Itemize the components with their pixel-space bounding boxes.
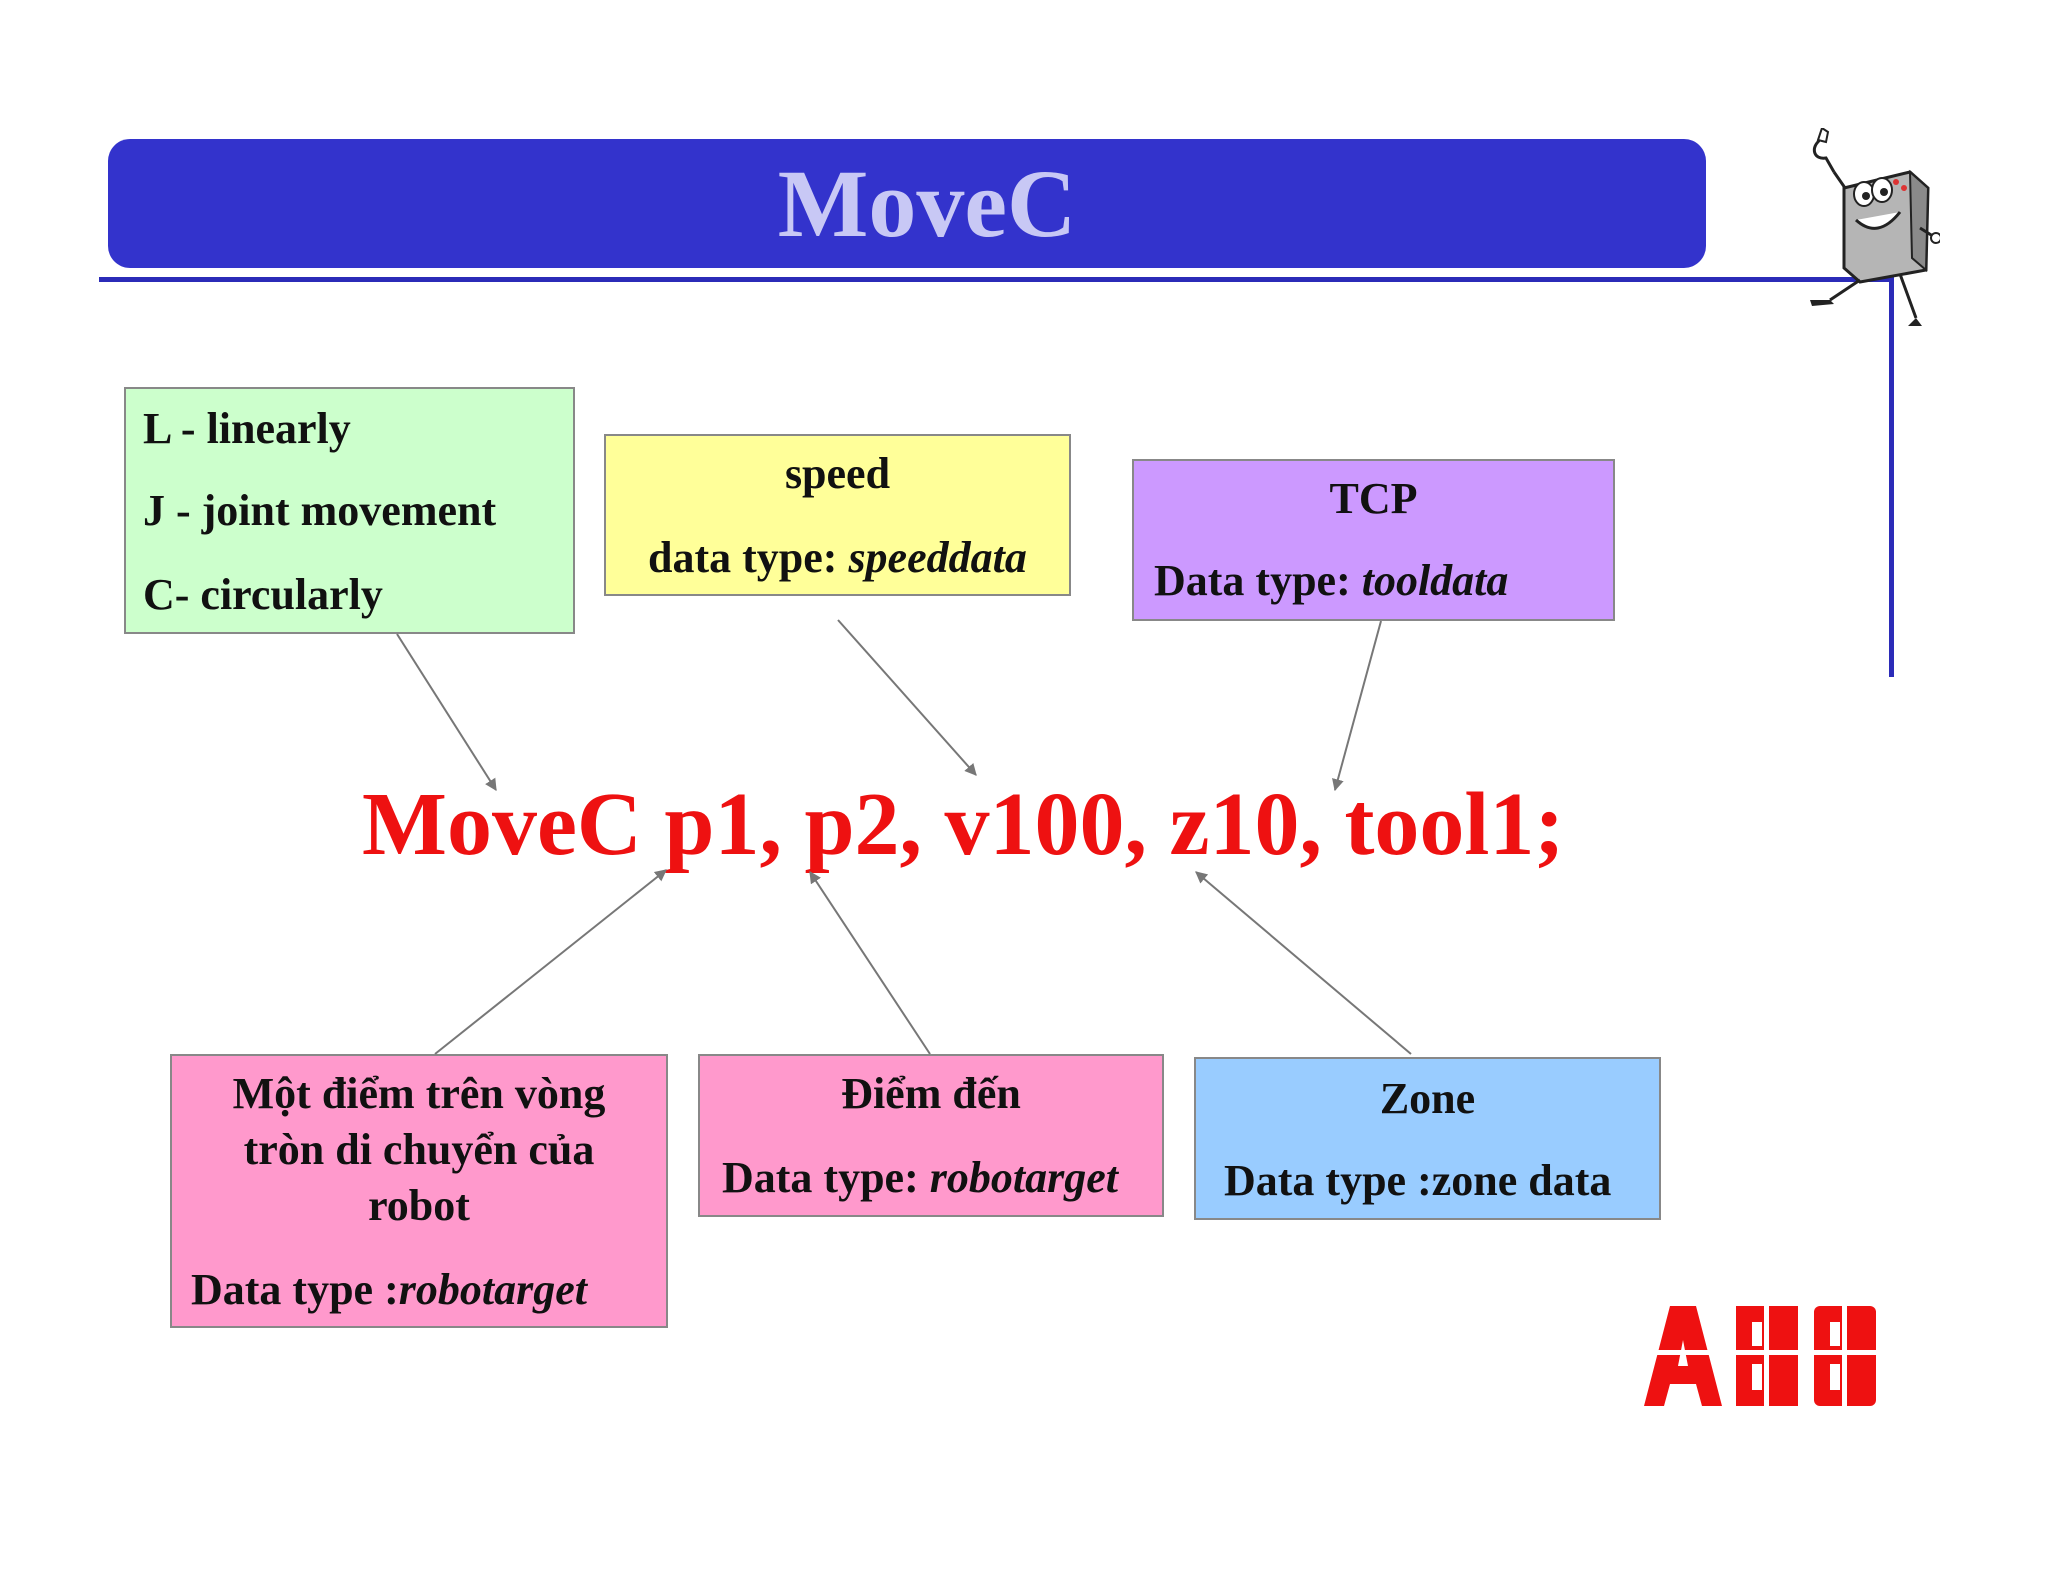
tcp-box: TCP Data type: tooldata xyxy=(1132,459,1615,621)
title-bar: MoveC xyxy=(108,139,1706,268)
motion-linear-label: L - linearly xyxy=(143,404,351,453)
speed-box: speed data type: speeddata xyxy=(604,434,1071,596)
motion-type-box: L - linearly J - joint movement C- circu… xyxy=(124,387,575,634)
circle-point-box: Một điểm trên vòng tròn di chuyển của ro… xyxy=(170,1054,668,1328)
circle-point-line1: Một điểm trên vòng xyxy=(232,1069,606,1118)
pointing-robot-mascot-icon xyxy=(1810,128,1940,326)
frame-top-line xyxy=(99,277,1894,282)
movec-instruction: MoveC p1, p2, v100, z10, tool1; xyxy=(362,775,1565,874)
frame-right-line xyxy=(1889,277,1894,677)
arrow-motion-to-instruction xyxy=(396,633,497,792)
arrow-zone-to-instruction xyxy=(1195,871,1412,1055)
tcp-heading: TCP xyxy=(1329,474,1418,523)
target-data-type: Data type: robotarget xyxy=(722,1152,1162,1203)
arrow-speed-to-instruction xyxy=(837,619,977,776)
zone-box: Zone Data type :zone data xyxy=(1194,1057,1661,1220)
target-heading: Điểm đến xyxy=(841,1069,1021,1118)
target-type-prefix: Data type: xyxy=(722,1153,930,1202)
abb-logo-icon xyxy=(1644,1306,1888,1406)
tcp-type-prefix: Data type: xyxy=(1154,556,1362,605)
arrow-circle-point-to-instruction xyxy=(434,869,667,1055)
speed-data-type: data type: speeddata xyxy=(648,532,1069,583)
target-point-box: Điểm đến Data type: robotarget xyxy=(698,1054,1164,1217)
motion-joint-label: J - joint movement xyxy=(143,486,497,535)
circle-type-value: robotarget xyxy=(398,1265,587,1314)
speed-heading: speed xyxy=(784,449,891,498)
motion-circular-label: C- circularly xyxy=(143,570,383,619)
circle-point-line3: robot xyxy=(368,1181,470,1230)
target-type-value: robotarget xyxy=(929,1153,1118,1202)
arrow-tcp-to-instruction xyxy=(1332,620,1382,792)
speed-type-prefix: data type: xyxy=(648,533,849,582)
arrow-target-to-instruction xyxy=(809,870,931,1055)
circle-point-line2: tròn di chuyển của xyxy=(243,1125,595,1174)
circle-point-data-type: Data type :robotarget xyxy=(191,1264,666,1315)
circle-type-prefix: Data type : xyxy=(191,1265,399,1314)
zone-data-type: Data type :zone data xyxy=(1224,1156,1612,1205)
speed-type-value: speeddata xyxy=(848,533,1027,582)
slide-title: MoveC xyxy=(777,149,1077,257)
tcp-type-value: tooldata xyxy=(1361,556,1509,605)
zone-heading: Zone xyxy=(1379,1074,1476,1123)
tcp-data-type: Data type: tooldata xyxy=(1154,555,1613,606)
